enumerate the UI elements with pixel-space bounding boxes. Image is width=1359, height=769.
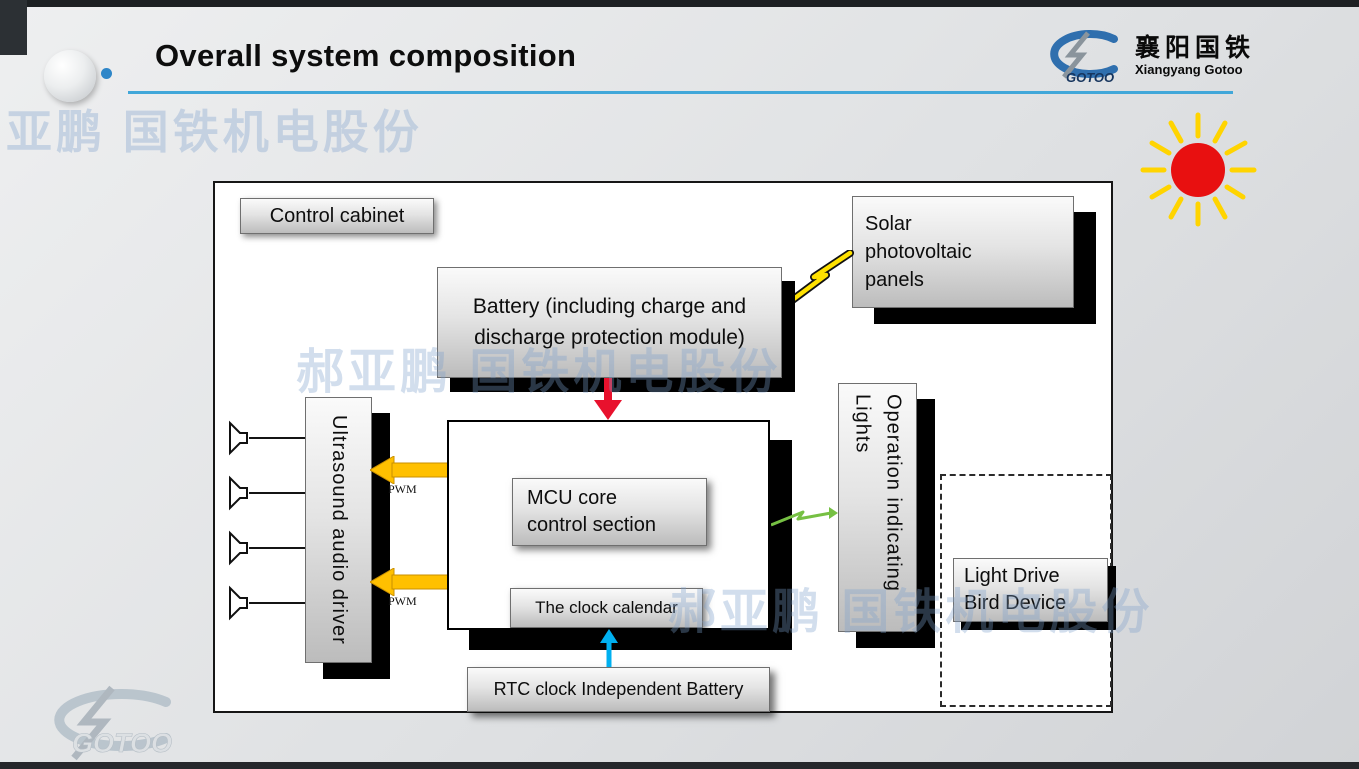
- mcu-core-box: MCU core control section: [512, 478, 707, 546]
- pwm-label: PWM: [388, 594, 417, 608]
- lightning-bolt-icon: [779, 250, 854, 311]
- speaker-wire: [249, 492, 305, 494]
- pwm-arrow-icon: [370, 456, 452, 484]
- speaker-icon: [229, 530, 248, 566]
- speaker-wire: [249, 547, 305, 549]
- logo-text-block: 襄阳国铁 Xiangyang Gotoo: [1135, 34, 1255, 78]
- speaker-icon: [229, 420, 248, 456]
- ultrasound-driver-box: Ultrasound audio driver: [305, 397, 372, 663]
- rtc-battery-box: RTC clock Independent Battery: [467, 667, 770, 712]
- top-edge-bar: [0, 0, 1359, 7]
- green-connector-icon: [771, 507, 838, 527]
- watermark-top-left: 亚鹏 国铁机电股份: [6, 106, 423, 158]
- speaker-icon: [229, 475, 248, 511]
- watermark-gotoo-logo: GOTOO: [54, 685, 172, 761]
- title-underline: [128, 91, 1233, 94]
- sun-icon: [1140, 112, 1257, 227]
- speaker-wire: [249, 602, 305, 604]
- solar-panels-box: Solar photovoltaic panels: [852, 196, 1074, 308]
- watermark-brand-text: GOTOO: [72, 728, 172, 758]
- light-drive-bird-box: Light Drive Bird Device: [953, 558, 1108, 622]
- company-logo: GOTOO 襄阳国铁 Xiangyang Gotoo: [1032, 27, 1255, 85]
- pwm-arrow-icon: [370, 568, 452, 596]
- logo-chinese-text: 襄阳国铁: [1135, 34, 1256, 63]
- pwm-label: PWM: [388, 482, 417, 496]
- bird-device-dashed-zone: [940, 474, 1112, 707]
- rtc-up-arrow-icon: [600, 629, 618, 667]
- logo-brand-text: GOTOO: [1066, 70, 1114, 85]
- speaker-wire: [249, 437, 305, 439]
- logo-english-text: Xiangyang Gotoo: [1135, 61, 1243, 77]
- operation-lights-box: Operation indicating Lights: [838, 383, 917, 632]
- battery-box: Battery (including charge and discharge …: [437, 267, 782, 378]
- ultrasound-driver-label: Ultrasound audio driver: [328, 415, 350, 645]
- mcu-section-container: MCU core control section The clock calen…: [447, 420, 770, 630]
- decorative-blue-dot: [101, 68, 112, 79]
- decorative-sphere: [44, 50, 96, 102]
- clock-calendar-box: The clock calendar: [510, 588, 703, 628]
- bottom-edge-bar: [0, 762, 1359, 769]
- corner-block: [0, 0, 27, 55]
- power-down-arrow-icon: [594, 378, 622, 420]
- control-cabinet-label: Control cabinet: [240, 198, 434, 234]
- speaker-icon: [229, 585, 248, 621]
- operation-lights-label: Operation indicating Lights: [851, 394, 905, 592]
- slide-title: Overall system composition: [155, 38, 577, 73]
- gotoo-logo-icon: GOTOO: [1050, 30, 1118, 85]
